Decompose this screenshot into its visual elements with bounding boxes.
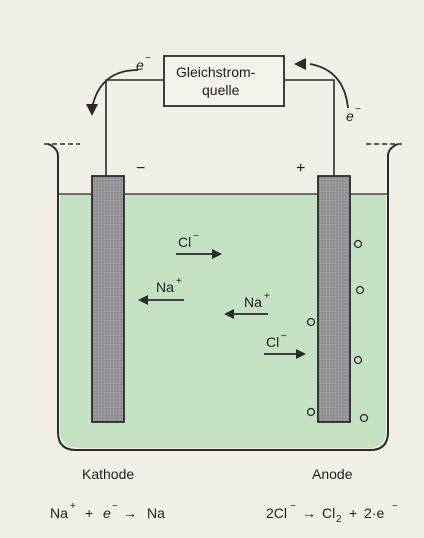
gas-bubble: [306, 407, 316, 417]
ion-arrowhead-na-left: [138, 295, 148, 305]
gas-bubble: [355, 285, 365, 295]
ion-label-na-left: Na: [156, 279, 174, 295]
wire-cathode: [105, 79, 164, 176]
electron-label-right-sup: −: [355, 104, 361, 115]
ion-label-na-mid: Na: [244, 294, 262, 310]
anode-eq-cl2: Cl: [322, 505, 336, 521]
anode-eq-cl-sup: −: [290, 501, 296, 512]
anode-electrode: [317, 175, 351, 423]
ion-label-na-left-sup: +: [176, 276, 182, 287]
ion-label-cl-bottom: Cl: [266, 334, 280, 350]
cathode-eq-product: Na: [147, 505, 165, 521]
wire-anode: [284, 79, 335, 176]
gas-bubble: [353, 239, 363, 249]
power-source-label-line2: quelle: [202, 82, 240, 98]
electron-arrowhead-right: [294, 58, 306, 70]
electrolyte: [60, 194, 386, 448]
electron-label-left: e: [136, 57, 144, 73]
cathode-eq-e: e: [103, 505, 111, 521]
beaker: [47, 143, 399, 451]
ion-label-na-mid-sup: +: [264, 291, 270, 302]
polarity-positive: +: [296, 160, 306, 177]
electron-arrowhead-left: [86, 104, 98, 116]
cathode-eq-e-sup: −: [112, 501, 118, 512]
gas-bubble: [353, 355, 363, 365]
cathode-eq-na: Na: [50, 505, 68, 521]
cathode-label: Kathode: [82, 466, 135, 482]
cathode-electrode: [91, 175, 125, 423]
anode-eq-cl: 2Cl: [266, 505, 288, 521]
anode-label: Anode: [312, 466, 353, 482]
anode-eq-arrow: →: [302, 505, 316, 521]
power-source-box: [163, 55, 285, 107]
ion-arrowhead-cl-top: [212, 249, 222, 259]
cathode-eq-na-sup: +: [70, 501, 76, 512]
anode-eq-e-sup: −: [392, 501, 398, 512]
electron-arrow-left: [91, 69, 139, 109]
gas-bubble: [359, 413, 369, 423]
power-source-label-line1: Gleichstrom-: [176, 64, 256, 80]
ion-arrowhead-na-mid: [224, 309, 234, 319]
gas-bubble: [306, 317, 316, 327]
anode-eq-plus: +: [349, 505, 358, 521]
ion-arrowhead-cl-bottom: [296, 349, 306, 359]
electron-arrow-right: [309, 63, 349, 109]
anode-eq-e: 2·e: [364, 505, 385, 521]
cathode-eq-arrow: →: [123, 505, 137, 521]
ion-label-cl-top: Cl: [178, 234, 192, 250]
electron-label-left-sup: −: [145, 53, 151, 64]
anode-eq-cl2-sub: 2: [336, 514, 342, 525]
polarity-negative: −: [136, 160, 146, 177]
ion-label-cl-bottom-sup: −: [281, 331, 287, 342]
cathode-eq-plus: +: [85, 505, 94, 521]
electron-label-right: e: [346, 108, 354, 124]
ion-label-cl-top-sup: −: [193, 231, 199, 242]
